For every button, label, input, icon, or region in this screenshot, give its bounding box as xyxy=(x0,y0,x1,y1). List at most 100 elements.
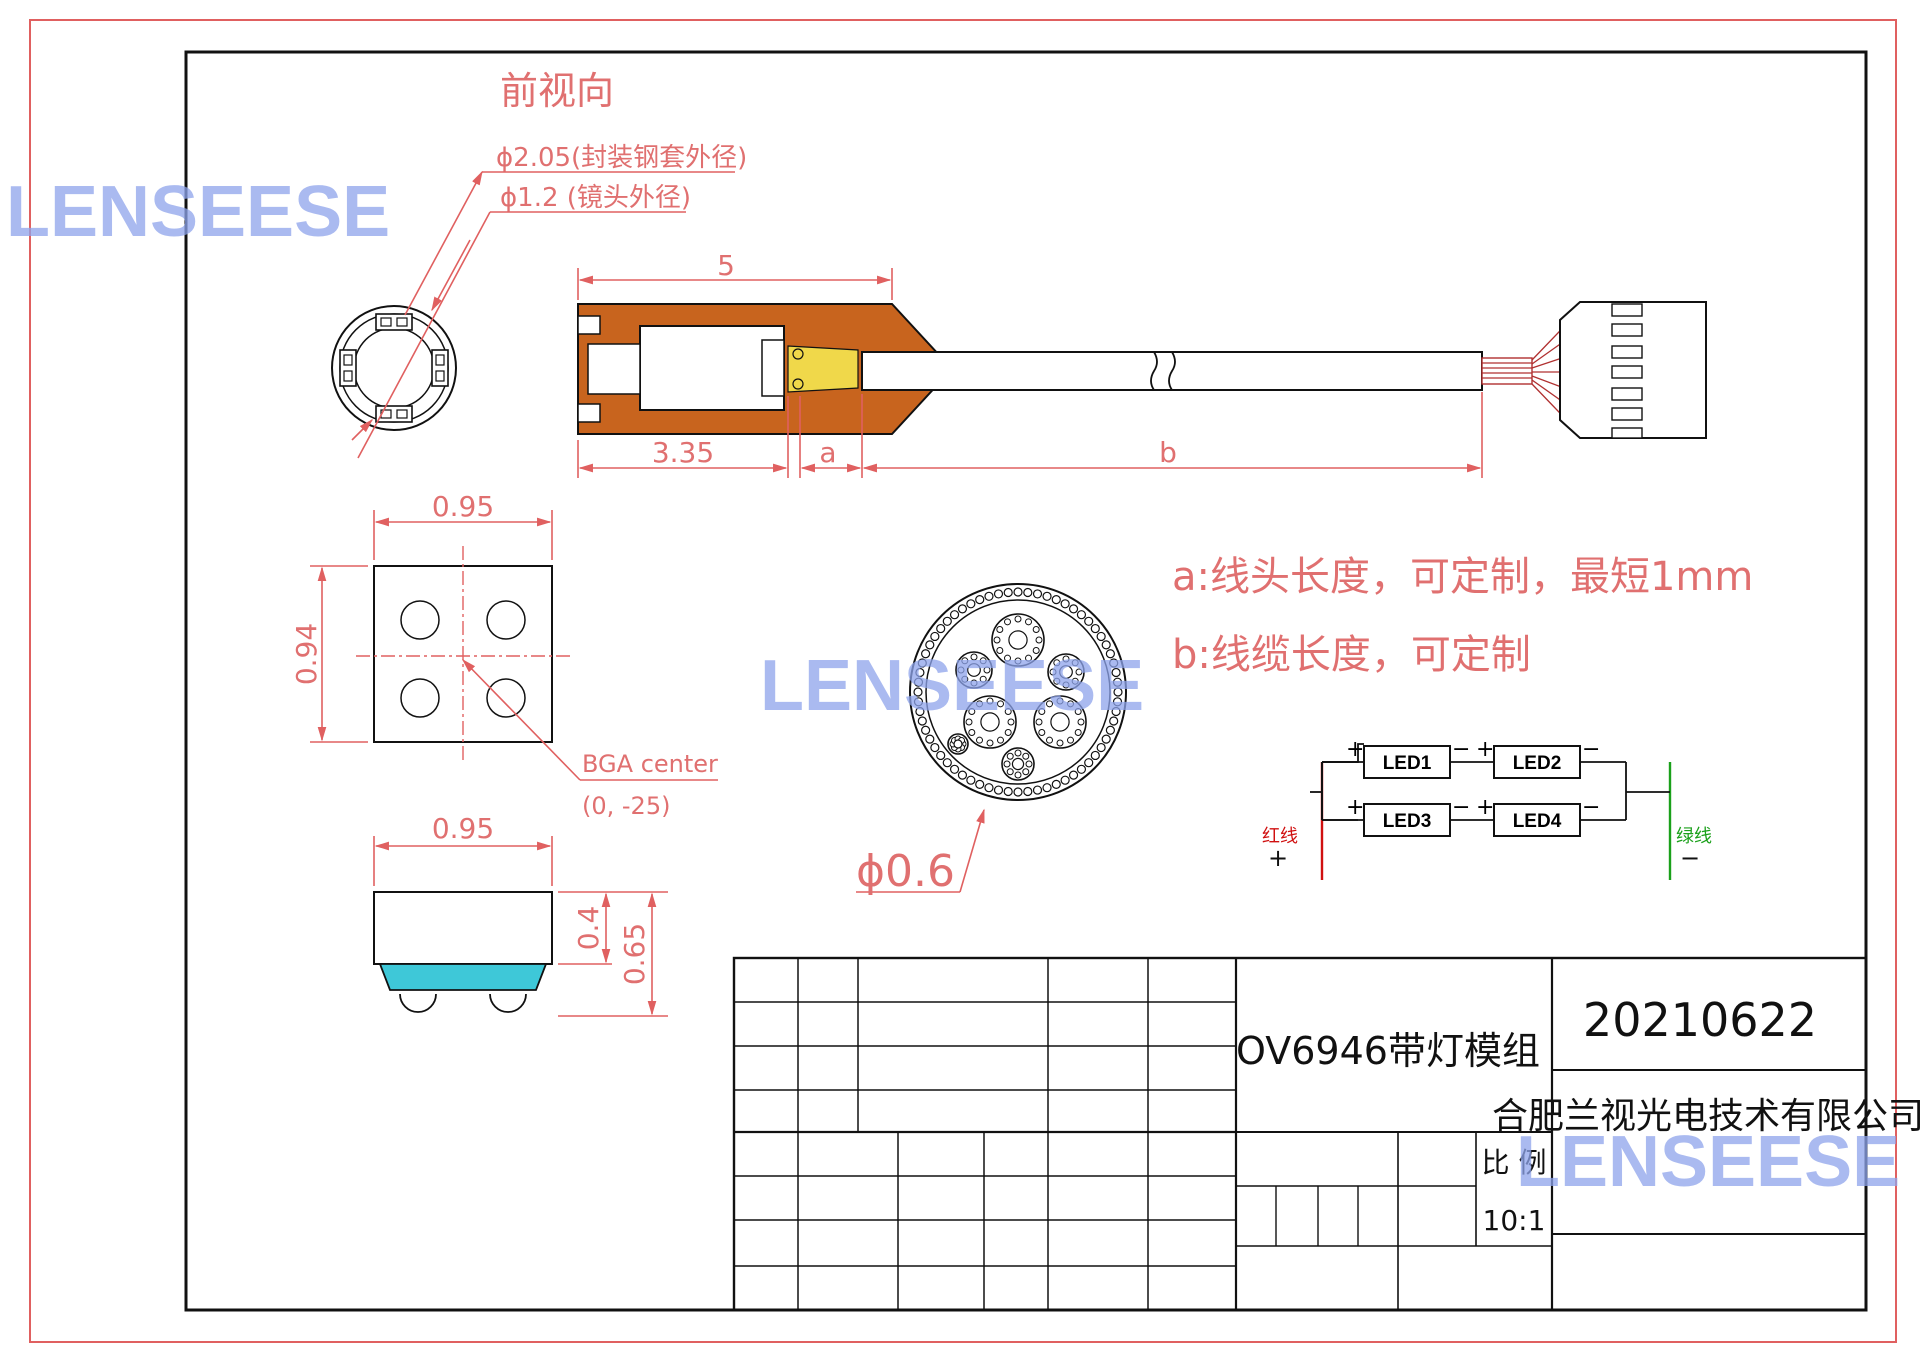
conductor-strand xyxy=(965,718,973,726)
shield-strand xyxy=(975,595,985,605)
conductor-strand xyxy=(997,700,1004,708)
led-plus-sign: + xyxy=(1346,737,1364,762)
conductor-strand xyxy=(1022,768,1030,776)
led-3: LED3+− xyxy=(1346,795,1470,837)
conductor-strand xyxy=(1038,729,1046,736)
conductor-strand xyxy=(1022,752,1030,760)
scale-value: 10:1 xyxy=(1483,1204,1546,1237)
shield-strand xyxy=(1109,716,1119,726)
conductor-core xyxy=(967,663,981,677)
shield-strand xyxy=(1105,725,1115,735)
bga-center-label: BGA center xyxy=(582,750,718,778)
led-pad-left xyxy=(339,349,357,387)
led-minus-sign: − xyxy=(1452,737,1470,762)
conductor-strand xyxy=(1014,615,1022,623)
front-view-title: 前视向 xyxy=(500,69,614,113)
conductor-strand xyxy=(1004,618,1011,626)
conductor-strand xyxy=(1067,700,1074,708)
shield-strand xyxy=(949,764,960,774)
conductor-strand xyxy=(968,708,976,715)
shield-strand xyxy=(915,667,925,678)
conductor-strand xyxy=(979,675,987,683)
dim-cable-diameter: ϕ0.6 xyxy=(856,846,955,897)
led-glass xyxy=(787,345,859,393)
shield-strand xyxy=(1013,787,1023,797)
shield-strand xyxy=(966,775,976,785)
conductor-strand xyxy=(1067,736,1074,744)
led-minus-sign: − xyxy=(1582,795,1600,820)
sensor-top-view xyxy=(310,510,718,781)
dim-outer-diameter: ϕ2.05(封装钢套外径) xyxy=(496,143,747,173)
shield-strand xyxy=(936,623,946,634)
shield-strand xyxy=(930,631,940,642)
conductor-strand xyxy=(1053,659,1061,667)
conductor-strand xyxy=(1056,697,1064,705)
conductor-strand xyxy=(1025,618,1032,626)
led-pad-right xyxy=(431,349,449,387)
shield-strand xyxy=(913,697,924,707)
shield-strand xyxy=(925,640,935,650)
conductor-strand xyxy=(1006,768,1014,776)
green-wire-sign: − xyxy=(1680,844,1700,872)
shield-strand xyxy=(984,591,994,601)
led-label: LED2 xyxy=(1513,753,1562,774)
note-a: a:线头长度，可定制，最短1mm xyxy=(1172,554,1753,600)
shield-strand xyxy=(1084,616,1094,626)
led-1: LED1+− xyxy=(1346,737,1470,779)
conductor-strand xyxy=(1062,681,1070,689)
conductor-core xyxy=(1059,665,1073,679)
conductor-strand xyxy=(1071,659,1079,667)
conductor-strand xyxy=(1038,708,1046,715)
shield-strand xyxy=(975,779,985,789)
dim-a: a xyxy=(819,436,836,469)
conductor-strand xyxy=(993,636,1001,644)
dim-body-length: 3.35 xyxy=(652,436,714,469)
led-label: LED3 xyxy=(1383,811,1432,832)
shield-strand xyxy=(1084,758,1094,768)
shield-strand xyxy=(915,706,925,717)
shield-strand xyxy=(1090,623,1100,634)
conductor-strand xyxy=(1006,752,1014,760)
shield-strand xyxy=(1111,667,1121,678)
shield-strand xyxy=(1032,785,1043,795)
dim-total-length: 5 xyxy=(717,249,735,282)
shield-strand xyxy=(1076,610,1087,620)
conductor-strand xyxy=(1003,760,1011,768)
conductor-strand xyxy=(1046,700,1053,708)
dim-side-width: 0.95 xyxy=(432,812,494,845)
conductor-strand xyxy=(979,657,987,665)
conductor-strand xyxy=(1035,636,1043,644)
shield-strand xyxy=(1109,658,1119,668)
shield-strand xyxy=(1023,786,1033,797)
conductor-strand xyxy=(1004,654,1011,662)
dim-lens-diameter: ϕ1.2 (镜头外径) xyxy=(500,183,691,213)
shield-strand xyxy=(917,658,927,668)
shield-strand xyxy=(930,742,940,753)
conductor-strand xyxy=(1035,718,1043,726)
conductor-strand xyxy=(1062,655,1070,663)
conductor-strand xyxy=(1007,718,1015,726)
conductor-strand xyxy=(970,679,978,687)
shield-strand xyxy=(1068,604,1079,614)
shield-strand xyxy=(1101,734,1111,744)
conductor-strand xyxy=(986,697,994,705)
conductor-strand xyxy=(983,666,991,674)
green-wire-label: 绿线 xyxy=(1676,826,1712,847)
title-block xyxy=(732,956,1868,1312)
conductor-strand xyxy=(1032,647,1040,654)
shield-strand xyxy=(913,687,923,697)
conductor-strand xyxy=(1071,677,1079,685)
shield-strand xyxy=(942,758,952,768)
conductor-core xyxy=(953,739,963,749)
conductor-strand xyxy=(1074,708,1082,715)
led-minus-sign: − xyxy=(1452,795,1470,820)
outer-border xyxy=(29,19,1897,1343)
shield-strand xyxy=(1042,591,1052,601)
dim-sensor-width: 0.95 xyxy=(432,490,494,523)
shield-strand xyxy=(1090,750,1100,761)
conductor-core xyxy=(980,712,1000,732)
led-2: LED2+− xyxy=(1476,737,1600,779)
conductor-strand xyxy=(968,729,976,736)
shield-strand xyxy=(1096,742,1106,753)
conductor-strand xyxy=(1025,654,1032,662)
